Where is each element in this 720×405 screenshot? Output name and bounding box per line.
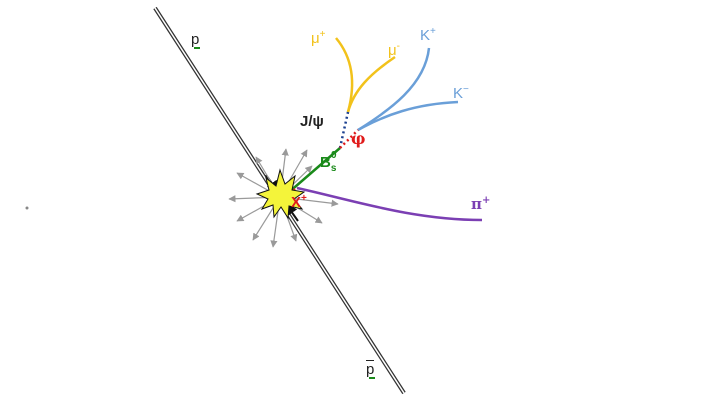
jpsi-text: J/ψ [300,113,324,130]
bs-sup-text: 0 [331,150,337,161]
mu-minus-label: μ- [388,41,400,59]
mu-plus-charge: + [319,29,326,40]
proton-underline [194,47,200,49]
phi-text: φ [351,129,366,148]
proton-label: p [191,32,199,47]
x-label: X+ [291,193,307,211]
mu-plus-text: μ [311,30,320,47]
mu-minus-text: μ [388,42,397,59]
antiproton-label: p [366,360,375,378]
collision-starburst [255,168,306,220]
bs-subscript: s [330,163,337,174]
pi-plus-text: π [471,195,482,213]
k-plus-text: K [420,27,431,44]
mu-plus-label: μ+ [311,29,326,47]
antiproton-underline [369,377,375,379]
k-minus-charge: − [463,84,469,95]
phi-label: φ [351,131,365,147]
k-minus-text: K [453,85,464,102]
antiproton-text: p [366,361,375,378]
mu-minus-charge: - [396,41,400,52]
stray-dot [25,206,29,210]
k-minus-track [357,100,459,132]
pi-plus-charge: + [481,195,491,206]
proton-text: p [191,31,200,48]
bs-flight-line [287,147,341,194]
k-minus-label: K− [453,84,469,102]
mu-minus-track [346,55,396,113]
x-text: X [291,194,302,211]
pi-plus-track [296,186,483,222]
jpsi-label: J/ψ [300,114,324,129]
phi-dotted-line [339,129,359,149]
bs-superscript: 0 [331,151,337,161]
jpsi-dotted-line [338,111,350,149]
bs-label: Bs [320,155,336,174]
k-plus-label: K+ [420,26,436,44]
pi-plus-label: π+ [471,196,490,212]
k-plus-charge: + [430,26,436,37]
mu-plus-track [335,37,354,113]
k-plus-track [357,47,431,132]
x-charge: + [301,193,307,204]
bs-text: B [320,154,331,171]
